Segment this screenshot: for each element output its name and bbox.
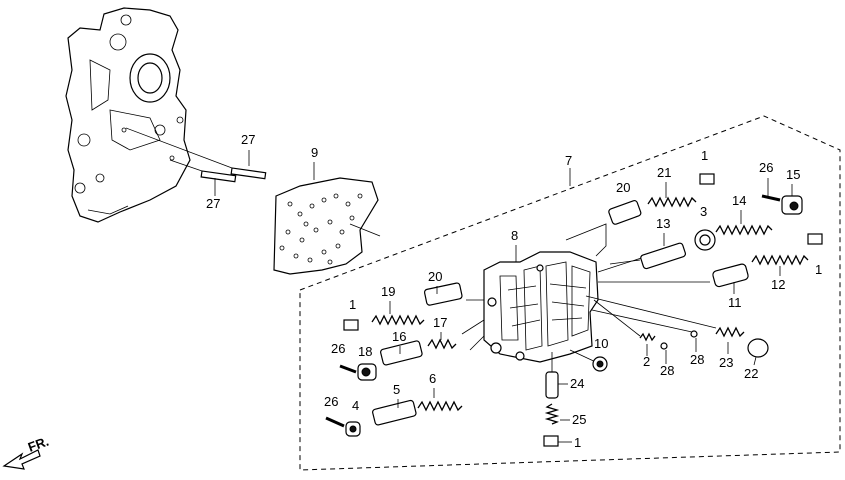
callout-14: 14 — [732, 193, 746, 208]
spring-17 — [427, 338, 457, 350]
callout-10: 10 — [594, 336, 608, 351]
callout-20-lower: 20 — [428, 269, 442, 284]
retainer-plate-left — [343, 319, 359, 331]
valve-cap-4 — [345, 421, 361, 437]
callout-27-upper: 27 — [241, 132, 255, 147]
spring-21 — [647, 196, 697, 208]
callout-2: 2 — [643, 354, 650, 369]
check-ball-28b — [690, 330, 698, 338]
callout-7: 7 — [565, 153, 572, 168]
front-direction-label: FR. — [26, 434, 51, 455]
callout-13: 13 — [656, 216, 670, 231]
callout-11: 11 — [728, 295, 742, 310]
valve-5 — [372, 399, 417, 426]
callout-20-upper: 20 — [616, 180, 630, 195]
transmission-housing — [65, 7, 191, 223]
valve-13 — [640, 242, 686, 270]
valve-sleeve-3 — [694, 229, 716, 251]
spring-6 — [417, 400, 463, 412]
callout-1-right: 1 — [815, 262, 822, 277]
callout-25: 25 — [572, 412, 586, 427]
front-direction-arrow: FR. — [2, 434, 51, 470]
valve-24 — [545, 371, 559, 399]
check-ball-28a — [660, 342, 668, 350]
callout-26-middle: 26 — [331, 341, 345, 356]
callout-4: 4 — [352, 398, 359, 413]
shift-valve-lower — [423, 282, 463, 306]
spring-12 — [751, 254, 809, 266]
valve-16 — [380, 340, 423, 366]
valve-body — [483, 251, 599, 363]
callout-22: 22 — [744, 366, 758, 381]
callout-5: 5 — [393, 382, 400, 397]
callout-16: 16 — [392, 329, 406, 344]
valve-cap-15 — [781, 195, 803, 215]
callout-24: 24 — [570, 376, 584, 391]
callout-27-lower: 27 — [206, 196, 220, 211]
callout-1-bottom: 1 — [574, 435, 581, 450]
roll-pin-middle — [339, 364, 357, 374]
spring-25 — [544, 403, 560, 425]
callout-21: 21 — [657, 165, 671, 180]
dowel-pin-upper — [230, 167, 267, 180]
callout-labels: 27 27 9 7 1 26 15 20 21 3 14 13 8 1 12 1… — [206, 132, 822, 450]
valve-cap-22 — [747, 338, 769, 358]
callout-15: 15 — [786, 167, 800, 182]
callout-18: 18 — [358, 344, 372, 359]
callout-1-top: 1 — [701, 148, 708, 163]
spring-2 — [639, 332, 656, 342]
callout-23: 23 — [719, 355, 733, 370]
spring-19 — [371, 314, 425, 326]
assembly-outline — [299, 115, 841, 471]
retainer-plate-bottom — [543, 435, 559, 447]
callout-17: 17 — [433, 315, 447, 330]
callout-26-top: 26 — [759, 160, 773, 175]
plug-10 — [592, 356, 608, 372]
retainer-plate-right — [807, 233, 823, 245]
callout-9: 9 — [311, 145, 318, 160]
callout-12: 12 — [771, 277, 785, 292]
callout-3: 3 — [700, 204, 707, 219]
dowel-pin-lower — [200, 170, 237, 183]
callout-28-upper: 28 — [690, 352, 704, 367]
roll-pin-lower — [325, 416, 345, 428]
spring-23 — [715, 326, 745, 338]
retainer-plate-top — [699, 173, 715, 185]
callout-26-lower: 26 — [324, 394, 338, 409]
separator-plate — [273, 177, 381, 275]
callout-6: 6 — [429, 371, 436, 386]
shift-valve-upper — [608, 199, 642, 225]
spring-14 — [715, 224, 773, 236]
callout-1-left: 1 — [349, 297, 356, 312]
valve-cap-18 — [357, 363, 377, 381]
callout-28-lower: 28 — [660, 363, 674, 378]
valve-11 — [712, 263, 749, 288]
roll-pin-top — [761, 194, 781, 202]
callout-8: 8 — [511, 228, 518, 243]
callout-19: 19 — [381, 284, 395, 299]
